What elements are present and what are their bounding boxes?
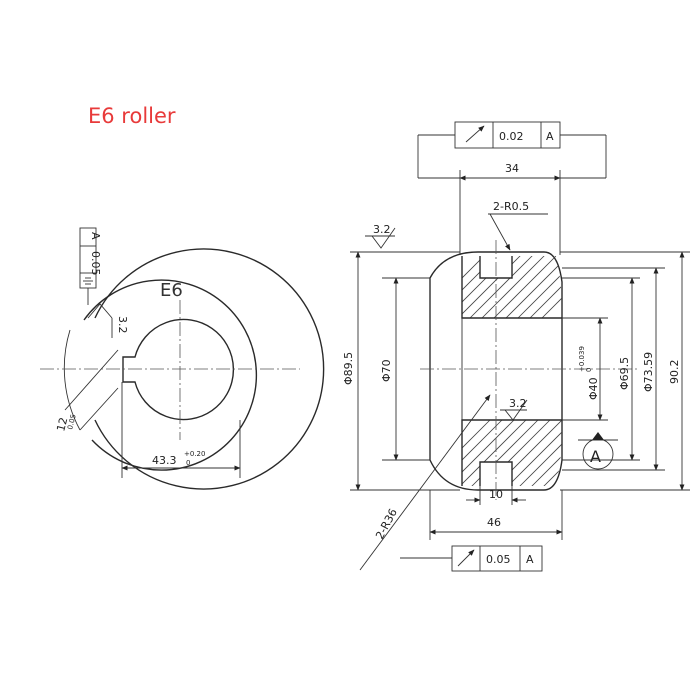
width-top-value: 34 <box>505 162 519 175</box>
roughness-inner-symbol <box>500 399 528 421</box>
dia-40-tol-lower: 0 <box>585 368 593 372</box>
runout-top-datum: A <box>546 130 554 143</box>
bore-dim-value: 43.3 <box>152 454 177 467</box>
front-roughness-value: 3.2 <box>116 316 129 334</box>
front-left-arc <box>63 329 81 431</box>
bore-dim-tol-lower: 0 <box>186 459 190 467</box>
front-view: E6 3.2 A 0.05 12 0.05 <box>40 227 325 490</box>
dia-70: Φ70 <box>380 359 393 382</box>
slot-width-value: 10 <box>489 488 503 501</box>
front-outer-circle <box>94 248 325 490</box>
dia-40: Φ40 <box>587 377 600 400</box>
dia-69-5: Φ69.5 <box>618 357 631 390</box>
symmetry-value: 0.05 <box>89 251 102 276</box>
page-title: E6 roller <box>88 104 176 128</box>
front-roller-arc <box>83 279 258 471</box>
roughness-inner-value: 3.2 <box>509 397 527 410</box>
front-part-mark: E6 <box>160 280 183 301</box>
runout-frame-bottom <box>400 545 543 572</box>
front-roughness-symbol <box>87 303 113 338</box>
dia-73-59: Φ73.59 <box>642 352 655 392</box>
bore-dim-tol-upper: +0.20 <box>184 450 205 458</box>
dia-90-2: 90.2 <box>668 360 681 385</box>
roughness-left-value: 3.2 <box>373 223 391 236</box>
runout-top-value: 0.02 <box>499 130 524 143</box>
dia-89-5: Φ89.5 <box>342 352 355 385</box>
dia-40-tol-upper: +0.039 <box>578 346 586 372</box>
roughness-left-symbol <box>365 227 396 249</box>
symmetry-datum: A <box>89 232 102 240</box>
width-bottom-value: 46 <box>487 516 501 529</box>
radius-bottom-label: 2-R36 <box>373 507 400 542</box>
symmetry-frame <box>79 227 97 305</box>
side-view: 0.02 A 34 2-R0.5 3.2 <box>342 121 690 572</box>
runout-bottom-datum: A <box>526 553 534 566</box>
runout-frame-top <box>417 121 607 178</box>
key-dim-value: 12 <box>54 416 70 433</box>
radius-top-label: 2-R0.5 <box>493 200 529 213</box>
datum-label: A <box>590 447 601 466</box>
front-bore-with-keyway <box>122 318 235 421</box>
runout-bottom-value: 0.05 <box>486 553 511 566</box>
key-dim-tol: 0.05 <box>66 413 78 430</box>
